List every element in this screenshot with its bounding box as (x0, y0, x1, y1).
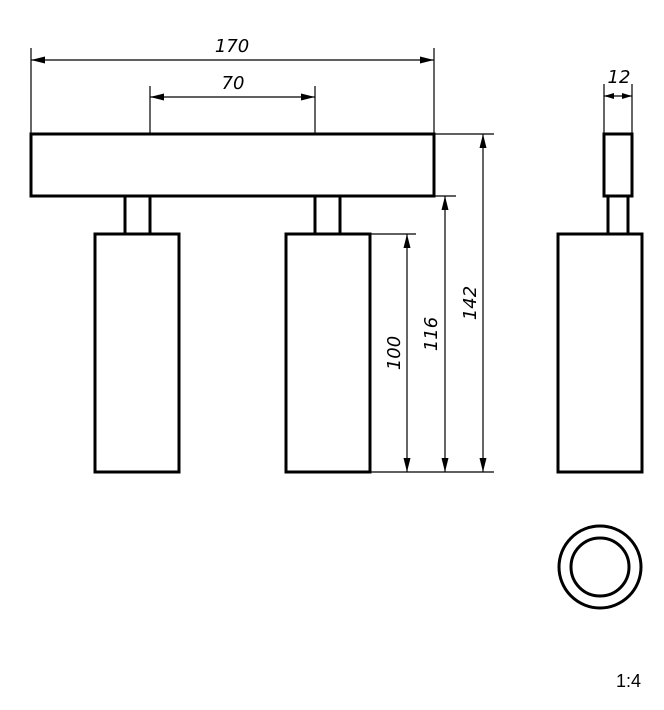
spacing-label: 70 (222, 73, 245, 94)
left-stem (123, 194, 152, 236)
arrowhead (420, 56, 434, 64)
bottom-inner-ring (569, 536, 631, 598)
arrowhead (441, 196, 449, 210)
front-view (29, 132, 436, 474)
arrowhead (441, 458, 449, 472)
side-stem (606, 194, 630, 236)
side-view (556, 132, 644, 474)
arrowhead (604, 93, 614, 99)
dimension-total-width: 170 (30, 36, 435, 134)
total-height-label: 142 (460, 286, 481, 320)
dimension-depth: 12 (603, 67, 633, 134)
bottom-view (557, 524, 643, 610)
arrowhead (403, 458, 411, 472)
dimension-head-height: 100 (384, 234, 411, 472)
depth-label: 12 (608, 67, 631, 88)
dimension-mid-height: 116 (421, 196, 449, 472)
right-stem (313, 194, 342, 236)
mid-height-label: 116 (421, 317, 442, 351)
dimension-spacing: 70 (149, 73, 316, 134)
dimension-total-height: 142 (460, 134, 487, 472)
arrowhead (150, 93, 164, 101)
track-adapter-body (29, 132, 436, 198)
total-width-label: 170 (215, 36, 249, 57)
arrowhead (31, 56, 45, 64)
bottom-outer-ring (557, 524, 643, 610)
side-adapter-body (602, 132, 634, 198)
arrowhead (622, 93, 632, 99)
right-lamp-head (284, 232, 372, 474)
arrowhead (403, 234, 411, 248)
scale-label: 1:4 (616, 671, 641, 691)
arrowhead (301, 93, 315, 101)
arrowhead (479, 458, 487, 472)
head-height-label: 100 (384, 336, 405, 370)
arrowhead (479, 134, 487, 148)
left-lamp-head (93, 232, 181, 474)
side-lamp-head (556, 232, 644, 474)
